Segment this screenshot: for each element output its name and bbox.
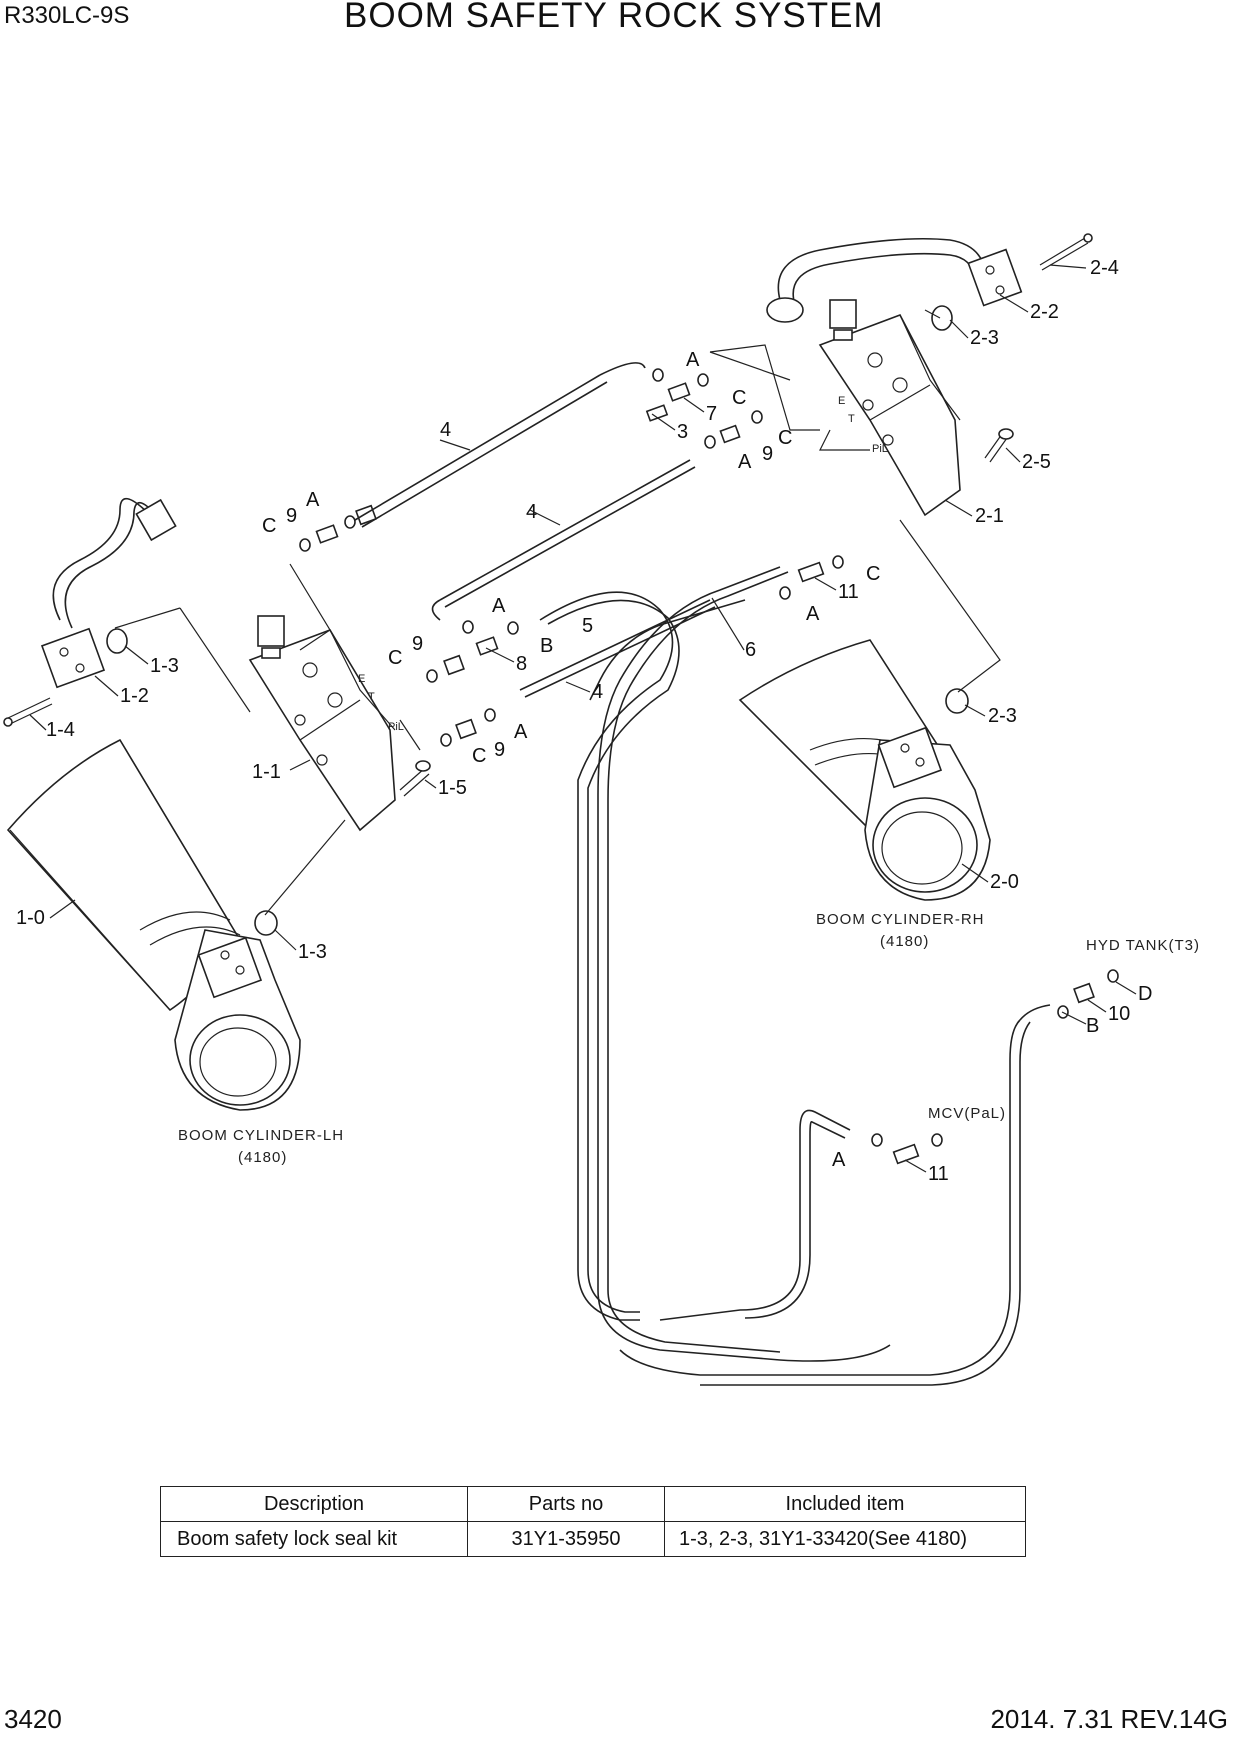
bolt-1-4 <box>3 697 53 727</box>
callout-a-2: A <box>306 489 320 511</box>
rigid-pipes <box>52 237 1023 629</box>
table-header-row: Description Parts no Included item <box>160 1486 1026 1522</box>
callout-2-0: 2-0 <box>990 871 1019 893</box>
header-parts-no: Parts no <box>467 1486 665 1522</box>
callout-1-4: 1-4 <box>46 719 75 741</box>
port-pil-rh: PiL <box>872 443 888 455</box>
leader-lines <box>114 309 1001 916</box>
callout-c-4: C <box>866 563 880 585</box>
caption-boom-cylinder-lh: BOOM CYLINDER-LH <box>178 1127 344 1144</box>
caption-boom-cylinder-rh: BOOM CYLINDER-RH <box>816 911 985 928</box>
o-ring-seals <box>106 305 969 936</box>
callout-1-2: 1-2 <box>120 685 149 707</box>
callout-labels: 2-4 2-2 2-3 2-5 2-1 2-3 2-0 1-3 1-2 1-4 … <box>16 257 1152 1185</box>
boom-cylinder-lh <box>6 738 301 1111</box>
callout-4-bottom: 4 <box>592 681 603 703</box>
callout-1-5: 1-5 <box>438 777 467 799</box>
header-description: Description <box>160 1486 468 1522</box>
seal-kit-table: Description Parts no Included item Boom … <box>160 1486 1026 1557</box>
caption-hyd-tank: HYD TANK(T3) <box>1086 937 1200 954</box>
port-pil-lh: PiL <box>388 721 404 733</box>
callout-1-0: 1-0 <box>16 907 45 929</box>
callout-4-top: 4 <box>440 419 451 441</box>
callout-9-d: 9 <box>494 739 505 761</box>
port-e-rh: E <box>838 395 845 407</box>
callout-2-2: 2-2 <box>1030 301 1059 323</box>
callout-leaders <box>29 264 1137 1173</box>
parts-diagram: E T PiL E T PiL <box>3 233 1200 1386</box>
callout-a-6: A <box>514 721 528 743</box>
revision-date: 2014. 7.31 REV.14G <box>990 1704 1228 1734</box>
page-title: BOOM SAFETY ROCK SYSTEM <box>344 0 884 35</box>
callout-c-3: C <box>778 427 792 449</box>
callout-c-1: C <box>262 515 276 537</box>
cell-parts-no: 31Y1-35950 <box>467 1521 665 1557</box>
callout-9-b: 9 <box>762 443 773 465</box>
caption-boom-cylinder-lh-ref: (4180) <box>238 1149 287 1166</box>
callout-c-2: C <box>732 387 746 409</box>
header-included-item: Included item <box>664 1486 1026 1522</box>
pil-fitting-rh <box>984 428 1014 463</box>
callout-2-5: 2-5 <box>1022 451 1051 473</box>
callout-9-a: 9 <box>286 505 297 527</box>
callout-6: 6 <box>745 639 756 661</box>
callout-d: D <box>1138 983 1152 1005</box>
callout-a-1: A <box>686 349 700 371</box>
callout-a-3: A <box>738 451 752 473</box>
callout-b-2: B <box>1086 1015 1099 1037</box>
callout-2-3-bottom: 2-3 <box>988 705 1017 727</box>
port-t-rh: T <box>848 413 855 425</box>
callout-c-5: C <box>388 647 402 669</box>
table-row: Boom safety lock seal kit 31Y1-35950 1-3… <box>160 1521 1026 1557</box>
callout-3: 3 <box>677 421 688 443</box>
callout-5: 5 <box>582 615 593 637</box>
callout-1-3-top: 1-3 <box>150 655 179 677</box>
flange-lh <box>40 627 106 689</box>
callout-c-6: C <box>472 745 486 767</box>
callout-11-a: 11 <box>838 581 859 603</box>
page-number: 3420 <box>4 1704 62 1734</box>
cell-included-item: 1-3, 2-3, 31Y1-33420(See 4180) <box>664 1521 1026 1557</box>
boom-cylinder-rh <box>738 639 991 901</box>
port-e-lh: E <box>358 673 365 685</box>
caption-boom-cylinder-rh-ref: (4180) <box>880 933 929 950</box>
callout-4-middle: 4 <box>526 501 537 523</box>
callout-a-4: A <box>492 595 506 617</box>
hoses <box>354 362 1051 1386</box>
callout-1-1: 1-1 <box>252 761 281 783</box>
callout-b-1: B <box>540 635 553 657</box>
safety-valve-lh: E T PiL <box>248 615 404 832</box>
caption-mcv: MCV(PaL) <box>928 1105 1006 1122</box>
callout-2-4: 2-4 <box>1090 257 1119 279</box>
callout-7: 7 <box>706 403 717 425</box>
safety-valve-rh: E T PiL <box>818 299 961 517</box>
cell-description: Boom safety lock seal kit <box>160 1521 468 1557</box>
component-captions: BOOM CYLINDER-RH (4180) BOOM CYLINDER-LH… <box>178 911 1200 1166</box>
pil-fitting-lh <box>399 760 431 797</box>
model-number: R330LC-9S <box>4 2 130 29</box>
callout-11-b: 11 <box>928 1163 949 1185</box>
bolt-2-4 <box>1039 233 1093 271</box>
callout-8: 8 <box>516 653 527 675</box>
callout-9-c: 9 <box>412 633 423 655</box>
callout-a-5: A <box>806 603 820 625</box>
callout-10: 10 <box>1108 1003 1130 1025</box>
callout-a-7: A <box>832 1149 846 1171</box>
callout-1-3-bottom: 1-3 <box>298 941 327 963</box>
port-t-lh: T <box>368 691 375 703</box>
fittings <box>299 368 1119 1165</box>
callout-2-1: 2-1 <box>975 505 1004 527</box>
callout-2-3-top: 2-3 <box>970 327 999 349</box>
